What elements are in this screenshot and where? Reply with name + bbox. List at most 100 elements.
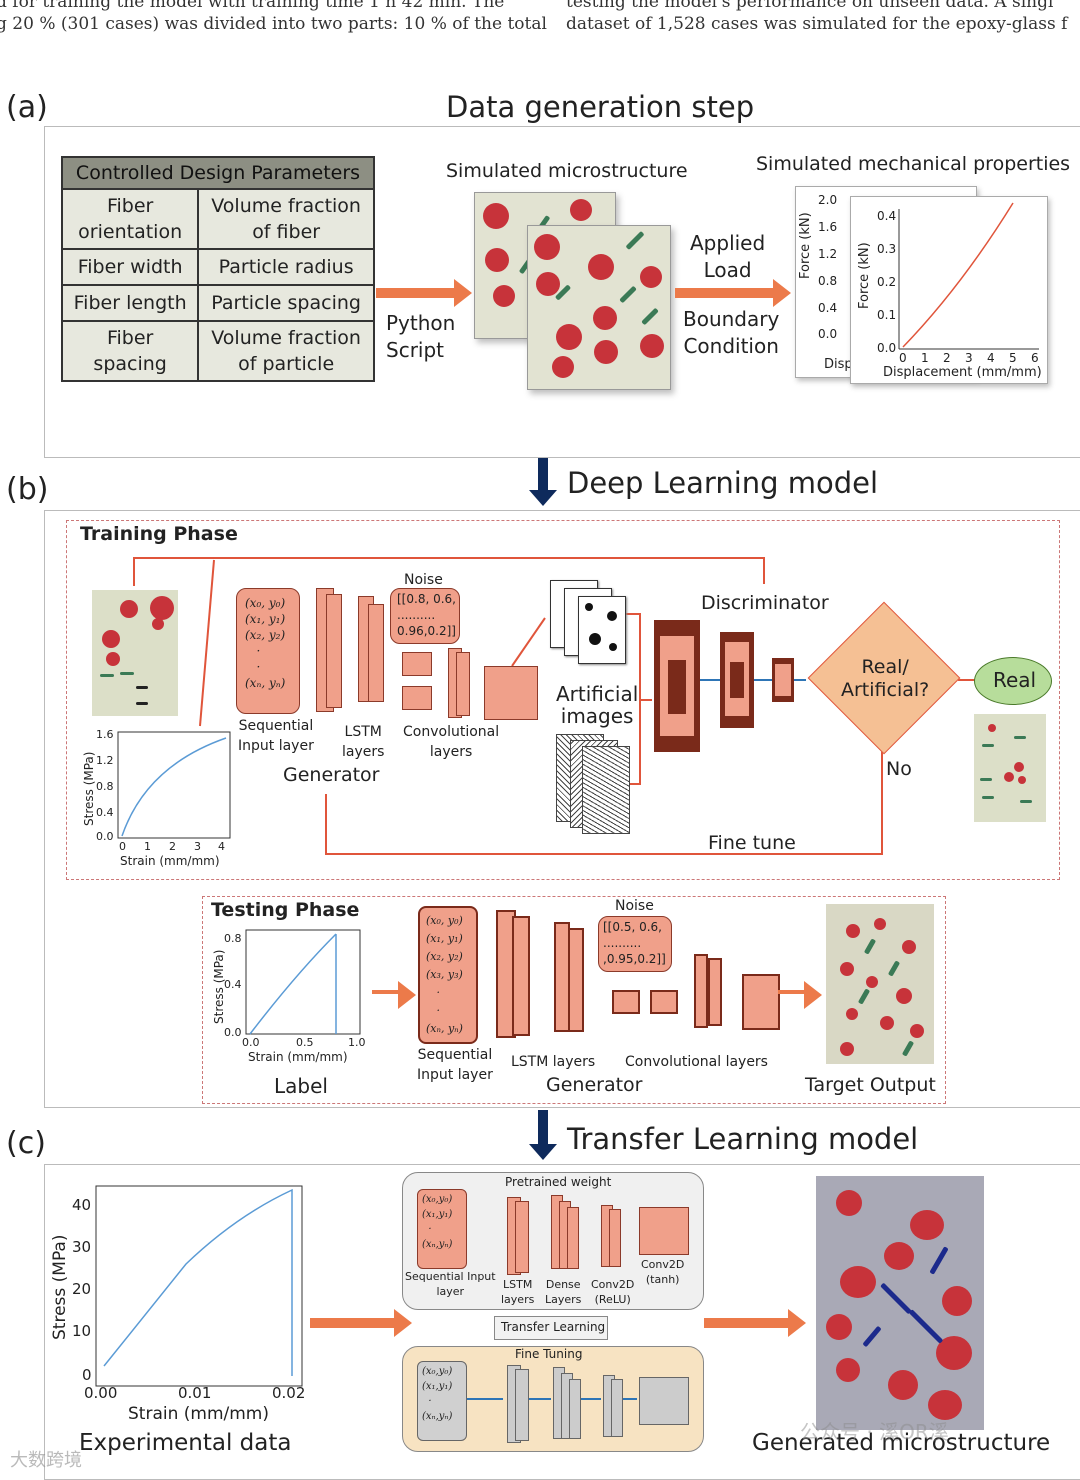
noise-label: Noise [404, 572, 443, 588]
tick-label: 1.0 [348, 1036, 366, 1049]
panel-b-title: Deep Learning model [567, 466, 879, 500]
test-conv-label: Convolutional layers [625, 1054, 768, 1070]
pretrained-conv-tanh [639, 1207, 689, 1255]
artificial-image [578, 596, 626, 664]
fine-tuning-label: Fine Tuning [515, 1347, 583, 1361]
training-stress-chart: Stress (MPa) 1.6 1.2 0.8 0.4 0.0 0 1 2 3… [76, 726, 236, 874]
test-lstm-layer [512, 916, 530, 1036]
tick-label: 1.6 [96, 728, 114, 741]
tick-label: 3 [194, 840, 201, 853]
test-conv-layer [694, 954, 708, 1028]
conv-block [402, 686, 432, 710]
force-chart-front: Force (kN) 0.4 0.3 0.2 0.1 0.0 0 1 2 3 4… [850, 196, 1048, 384]
disc-layer-2 [720, 632, 754, 728]
table-row: Fiber width Particle radius [60, 248, 375, 286]
pretrained-seq-labels: (x₀,y₀) (x₁,y₁) · (xₙ,yₙ) [422, 1194, 453, 1250]
table-cell: Particle spacing [197, 284, 375, 322]
transfer-learning-box: Transfer Learning [494, 1316, 608, 1340]
test-stress-chart-svg [245, 929, 361, 1035]
properties-title: Simulated mechanical properties [756, 153, 1071, 175]
fine-tune-seq-labels: (x₀,y₀) (x₁,y₁) · (xₙ,yₙ) [422, 1366, 453, 1422]
fine-tune-layer [515, 1369, 529, 1441]
tick-label: 3 [965, 351, 973, 365]
tick-label: 0.0 [242, 1036, 260, 1049]
tick-label: 6 [1031, 351, 1039, 365]
experimental-data-label: Experimental data [79, 1430, 292, 1456]
panel-a-title: Data generation step [446, 90, 755, 124]
target-output-label: Target Output [805, 1074, 936, 1096]
train-chart-xlabel: Strain (mm/mm) [120, 854, 220, 868]
applied-load-label: Applied Load [690, 231, 766, 282]
sequential-input-block: (x₀, y₀) (x₁, y₁) (x₂, y₂) · · (xₙ, yₙ) [236, 588, 300, 714]
test-noise-box: [[0.5, 0.6, .......... ,0.95,0.2]] [598, 916, 672, 972]
exp-chart-ylabel: Stress (MPa) [50, 1234, 70, 1341]
test-noise-label: Noise [615, 898, 654, 914]
test-sequential-label: Sequential Input layer [417, 1047, 493, 1083]
table-row: Fiber orientation Volume fraction of fib… [60, 188, 375, 250]
panel-b-frame [44, 510, 1080, 1108]
tick-label: 0.4 [877, 209, 897, 223]
discriminator-label: Discriminator [701, 592, 829, 614]
fine-tune-label: Fine tune [708, 832, 796, 854]
test-conv-layer [708, 958, 722, 1026]
experimental-stress-chart: Stress (MPa) 40 30 20 10 0 0.00 0.01 0.0… [46, 1180, 306, 1430]
testing-phase-title: Testing Phase [211, 899, 360, 921]
panel-c-title: Transfer Learning model [567, 1122, 919, 1156]
tick-label: 0.0 [877, 341, 897, 355]
tick-label: 0.8 [224, 932, 242, 945]
tick-label: 1.6 [818, 220, 838, 234]
table-cell: Volume fraction of fiber [197, 188, 375, 250]
body-text-left-1: d for training the model with training t… [0, 0, 505, 12]
label-text: Label [274, 1074, 328, 1098]
tick-label: 0.01 [178, 1384, 212, 1402]
tick-label: 0.8 [96, 780, 114, 793]
pretrained-dense [567, 1207, 579, 1269]
tick-label: 1 [144, 840, 151, 853]
panel-b-label: (b) [6, 472, 49, 507]
tick-label: 1.2 [818, 247, 838, 261]
generator-label: Generator [283, 764, 380, 786]
tick-label: 0.8 [818, 274, 838, 288]
fine-tuning-box: Fine Tuning (x₀,y₀) (x₁,y₁) · (xₙ,yₙ) [402, 1346, 704, 1452]
test-lstm-layer [568, 928, 584, 1032]
conv-layer [456, 652, 470, 716]
pretrained-weight-box: Pretrained weight (x₀,y₀) (x₁,y₁) · (xₙ,… [402, 1172, 704, 1310]
pretrained-conv [609, 1209, 621, 1267]
lstm-layer [368, 604, 384, 702]
lstm-layer [326, 594, 342, 708]
microstructure-title: Simulated microstructure [446, 160, 688, 182]
table-cell: Fiber length [60, 284, 200, 322]
tick-label: 0.00 [84, 1384, 118, 1402]
boundary-condition-label: Boundary Condition [683, 307, 780, 358]
testing-phase-frame [202, 896, 946, 1104]
tick-label: 0.02 [272, 1384, 306, 1402]
body-text-right-2: dataset of 1,528 cases was simulated for… [566, 14, 1068, 34]
real-label: Real [993, 668, 1037, 692]
generated-microstructure-label: Generated microstructure [752, 1430, 1051, 1456]
tick-label: 1 [921, 351, 929, 365]
panel-a-label: (a) [6, 90, 48, 125]
test-sequential-block: (x₀, y₀) (x₁, y₁) (x₂, y₂) (x₃, y₃) · · … [418, 906, 478, 1044]
table-cell: Volume fraction of particle [197, 320, 375, 382]
noise-image [582, 746, 630, 834]
arrow-load [675, 279, 791, 307]
tick-label: 0 [82, 1366, 92, 1384]
sequence-xy-labels: (x₀, y₀) (x₁, y₁) (x₂, y₂) · · (xₙ, yₙ) [245, 596, 286, 690]
tick-label: 4 [987, 351, 995, 365]
fine-tune-seq-block: (x₀,y₀) (x₁,y₁) · (xₙ,yₙ) [417, 1361, 467, 1441]
body-text-left-2: g 20 % (301 cases) was divided into two … [0, 14, 547, 34]
real-artificial-label: Real/ Artificial? [841, 656, 930, 701]
front-chart-xlabel: Displacement (mm/mm) [883, 365, 1042, 380]
sequential-input-label: Sequential Input layer [238, 718, 314, 754]
fine-tune-layer [611, 1379, 623, 1437]
table-row: Fiber length Particle spacing [60, 284, 375, 322]
lstm-label: LSTM layers [342, 724, 385, 760]
tick-label: 4 [218, 840, 225, 853]
test-chart-xlabel: Strain (mm/mm) [248, 1050, 348, 1064]
test-lstm-label: LSTM layers [511, 1054, 596, 1070]
tick-label: 30 [72, 1238, 92, 1256]
tick-label: 0.4 [224, 978, 242, 991]
test-conv-block [612, 990, 640, 1014]
tick-label: 1.2 [96, 754, 114, 767]
